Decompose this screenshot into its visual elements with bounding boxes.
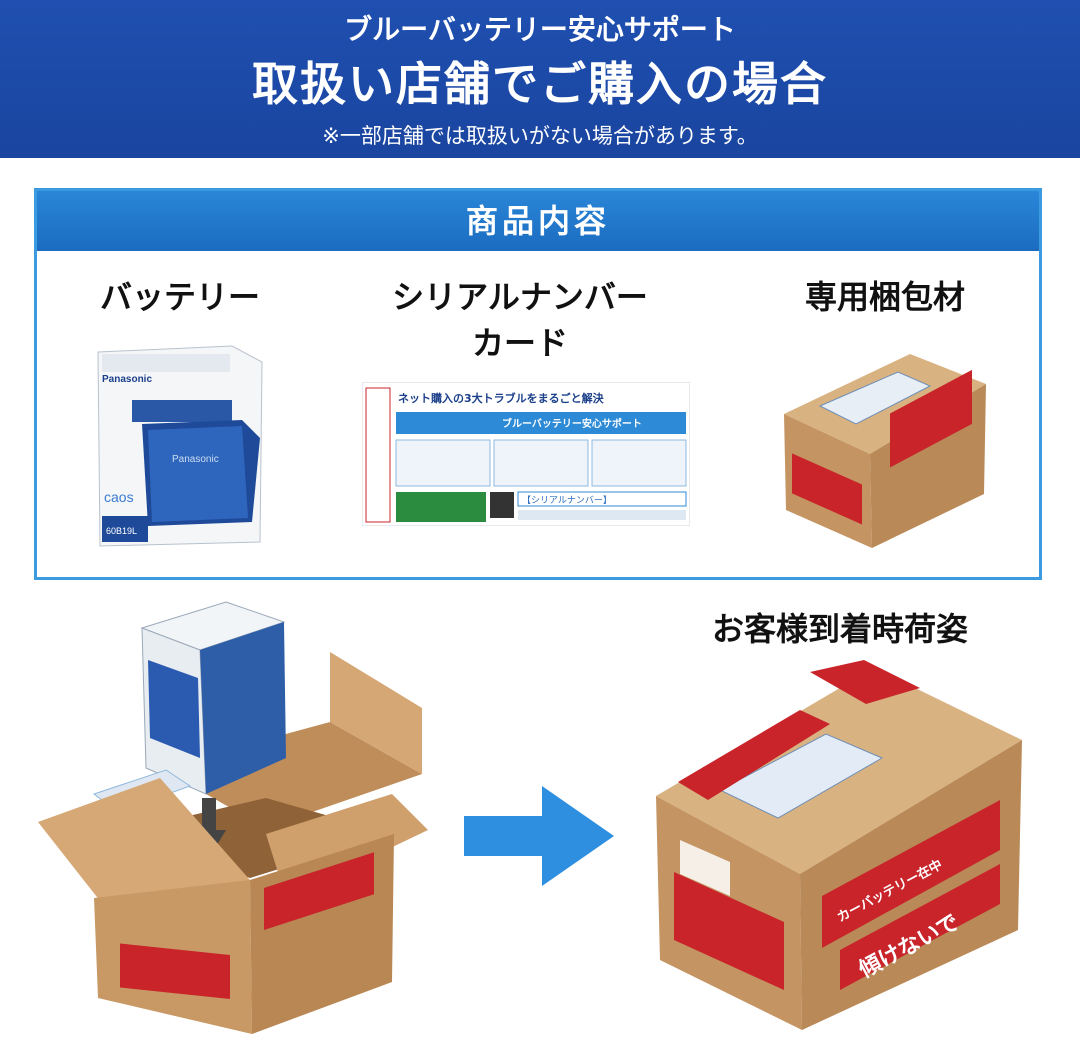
serial-card-image: ネット購入の3大トラブルをまるごと解決 ブルーバッテリー安心サポート 【シリアル… <box>362 382 690 526</box>
card-serial-field: 【シリアルナンバー】 <box>522 495 612 506</box>
card-subtitle: ブルーバッテリー安心サポート <box>502 417 642 430</box>
serial-card-label-line1: シリアルナンバー <box>392 278 648 316</box>
right-arrow-icon <box>464 786 614 886</box>
battery-side-brand: Panasonic <box>172 454 219 465</box>
battery-label: バッテリー <box>99 278 260 316</box>
packaging-label: 専用梱包材 <box>804 278 965 316</box>
arrival-label: お客様到着時荷姿 <box>711 610 968 648</box>
header-note: ※一部店舗では取扱いがない場合があります。 <box>322 124 758 148</box>
battery-box-image: Panasonic Panasonic caos 60B19L <box>97 345 263 547</box>
header-title: 取扱い店舗でご購入の場合 <box>252 57 828 111</box>
package-box-large: カーバッテリー在中 傾けないで <box>656 660 1022 1030</box>
serial-card-label: シリアルナンバー カード <box>360 274 680 366</box>
battery-brand: Panasonic <box>102 374 152 385</box>
page-header: ブルーバッテリー安心サポート 取扱い店舗でご購入の場合 ※一部店舗では取扱いがな… <box>0 0 1080 158</box>
battery-product: caos <box>104 489 134 505</box>
serial-card-label-line2: カード <box>471 324 568 362</box>
header-subtitle: ブルーバッテリー安心サポート <box>344 13 736 46</box>
battery-model: 60B19L <box>106 526 137 536</box>
package-box-small <box>784 354 986 548</box>
card-headline: ネット購入の3大トラブルをまるごと解決 <box>398 391 605 405</box>
contents-title: 商品内容 <box>37 191 1039 251</box>
packing-illustration <box>38 601 428 1034</box>
